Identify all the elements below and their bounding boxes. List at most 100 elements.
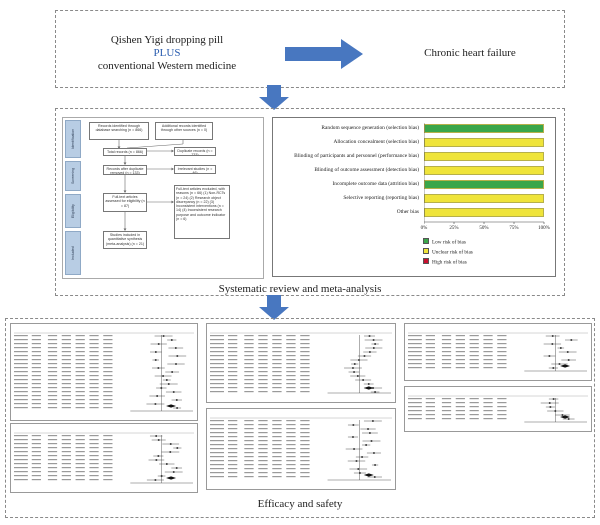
forest-row-text [75,435,85,437]
forest-row-text [31,455,41,457]
forest-row-text [47,343,58,345]
forest-row-text [61,339,71,341]
forest-row-text [483,343,493,345]
forest-row-text [272,371,282,373]
forest-point [548,402,551,404]
forest-row-text [227,420,238,422]
forest-point [352,367,354,369]
box-total-records: Total records (n = 866) [103,148,147,156]
forest-row-text [272,460,282,462]
rob-tick-50: 50% [479,226,489,231]
forest-row-text [441,355,452,357]
forest-row-text [408,335,422,337]
forest-row-text [75,359,85,361]
forest-row-text [244,363,254,365]
forest-row-text [227,476,238,478]
forest-row-text [272,387,282,389]
forest-row-text [210,444,224,446]
forest-row-text [300,436,310,438]
forest-row-text [300,387,310,389]
forest-row-text [103,475,113,477]
forest-row-text [210,456,224,458]
forest-point [175,467,178,469]
forest-row-text [483,398,493,400]
forest-row-text [300,444,310,446]
forest-row-text [272,444,282,446]
forest-point [353,363,356,365]
forest-point [357,468,360,470]
forest-row-text [75,391,85,393]
forest-row-text [47,363,58,365]
forest-row-text [408,339,422,341]
forest-row-text [89,455,99,457]
forest-row-text [425,355,435,357]
forest-row-text [258,351,268,353]
forest-row-text [272,476,282,478]
forest-row-text [103,375,113,377]
forest-row-text [455,414,465,416]
forest-row-text [258,375,268,377]
forest-row-text [227,440,238,442]
forest-row-text [210,355,224,357]
forest-row-text [227,428,238,430]
forest-row-text [89,343,99,345]
intervention-line2: conventional Western medicine [97,60,237,72]
forest-point [352,424,355,426]
forest-point [552,367,555,369]
forest-row-text [31,371,41,373]
forest-row-text [210,391,224,393]
forest-row-text [103,367,113,369]
forest-row-text [14,379,28,381]
forest-row-text [227,444,238,446]
forest-row-text [89,375,99,377]
forest-row-text [244,375,254,377]
rob-tick-75: 75% [509,226,519,231]
forest-row-text [258,440,268,442]
forest-row-text [441,347,452,349]
forest-row-text [89,355,99,357]
forest-row-text [286,444,296,446]
forest-row-text [258,387,268,389]
forest-row-text [61,463,71,465]
forest-point [167,383,170,385]
forest-point [166,379,168,381]
forest-row-text [61,359,71,361]
forest-point [566,351,569,353]
forest-row-text [441,359,452,361]
forest-row-text [441,410,452,412]
forest-point [157,367,160,369]
forest-row-text [47,335,58,337]
forest-summary-diamond [166,404,177,408]
forest-summary-diamond [166,476,177,480]
forest-row-text [103,407,113,409]
forest-row-text [47,403,58,405]
forest-row-text [75,355,85,357]
forest-row-text [31,391,41,393]
forest-row-text [227,387,238,389]
forest-row-text [89,451,99,453]
forest-row-text [286,460,296,462]
forest-row-text [272,428,282,430]
forest-row-text [258,347,268,349]
forest-row-text [14,335,28,337]
forest-point [174,347,177,349]
forest-point [369,432,371,434]
forest-row-text [300,339,310,341]
forest-row-text [61,443,71,445]
forest-row-text [425,402,435,404]
forest-row-text [300,452,310,454]
forest-row-text [469,343,479,345]
legend-low-label: Low risk of bias [432,239,466,246]
forest-row-text [300,464,310,466]
forest-row-text [286,468,296,470]
forest-row-text [483,402,493,404]
forest-row-text [497,398,507,400]
forest-row-text [47,471,58,473]
forest-row-text [258,460,268,462]
efficacy-panel [5,318,595,518]
forest-row-text [14,403,28,405]
forest-row-text [14,447,28,449]
rob-domain-label: Allocation concealment (selection bias) [333,139,419,145]
forest-row-text [300,468,310,470]
forest-row-text [244,424,254,426]
